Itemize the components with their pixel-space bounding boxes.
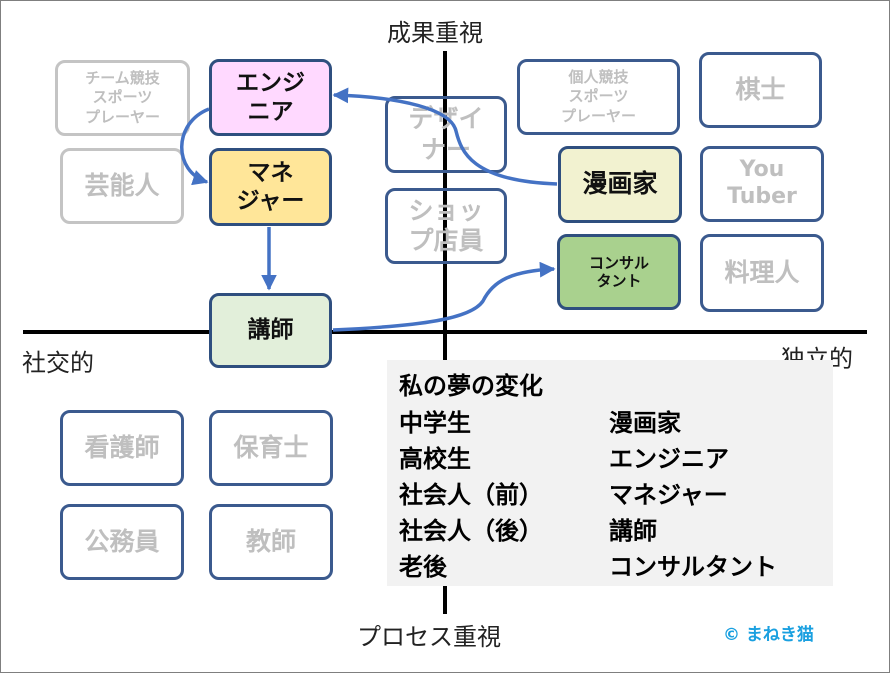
dream-row: 老後 コンサルタント — [399, 549, 821, 585]
arrow-manga-to-engineer — [332, 87, 558, 186]
axis-label-bottom: プロセス重視 — [357, 623, 501, 651]
career-civil-servant: 公務員 — [60, 504, 184, 580]
career-individual-sports: 個人競技 スポーツ プレーヤー — [517, 59, 680, 135]
career-manga: 漫画家 — [558, 146, 682, 223]
life-stage: 老後 — [399, 553, 447, 581]
dream-job: マネジャー — [609, 481, 728, 509]
dream-history-panel: 私の夢の変化 中学生 漫画家 高校生 エンジニア 社会人（前） マネジャー 社会人（後… — [387, 360, 833, 586]
life-stage: 中学生 — [399, 409, 471, 437]
dream-row: 高校生 エンジニア — [399, 441, 821, 477]
axis-label-top: 成果重視 — [387, 19, 483, 47]
career-engineer: エンジ ニア — [209, 59, 332, 136]
life-stage: 高校生 — [399, 445, 471, 473]
dream-row: 社会人（前） マネジャー — [399, 477, 821, 513]
dream-job: 漫画家 — [609, 409, 681, 437]
career-lecturer: 講師 — [209, 293, 332, 368]
dream-history-title: 私の夢の変化 — [399, 372, 543, 400]
career-entertainer: 芸能人 — [60, 148, 184, 224]
career-childcare: 保育士 — [209, 410, 333, 486]
dream-row: 社会人（後） 講師 — [399, 513, 821, 549]
dream-job: エンジニア — [609, 445, 729, 473]
arrow-lecturer-to-consultant — [332, 261, 556, 332]
career-team-sports: チーム競技 スポーツ プレーヤー — [55, 60, 190, 136]
dream-job: 講師 — [609, 517, 657, 545]
career-cook: 料理人 — [700, 234, 824, 312]
copyright-label: © まねき猫 — [723, 625, 814, 645]
career-shogi: 棋士 — [699, 52, 822, 128]
life-stage: 社会人（後） — [399, 517, 543, 545]
arrow-engineer-to-manager — [180, 107, 210, 186]
career-shop: ショッ プ店員 — [385, 188, 507, 264]
career-teacher: 教師 — [209, 504, 333, 580]
horizontal-axis — [23, 330, 867, 334]
dream-job: コンサルタント — [609, 553, 777, 581]
axis-label-left: 社交的 — [22, 349, 94, 377]
career-youtuber: You Tuber — [700, 146, 824, 222]
career-consultant: コンサル タント — [557, 234, 681, 310]
dream-row: 中学生 漫画家 — [399, 405, 821, 441]
career-nurse: 看護師 — [60, 410, 184, 486]
career-manager: マネ ジャー — [209, 148, 332, 226]
life-stage: 社会人（前） — [399, 481, 543, 509]
